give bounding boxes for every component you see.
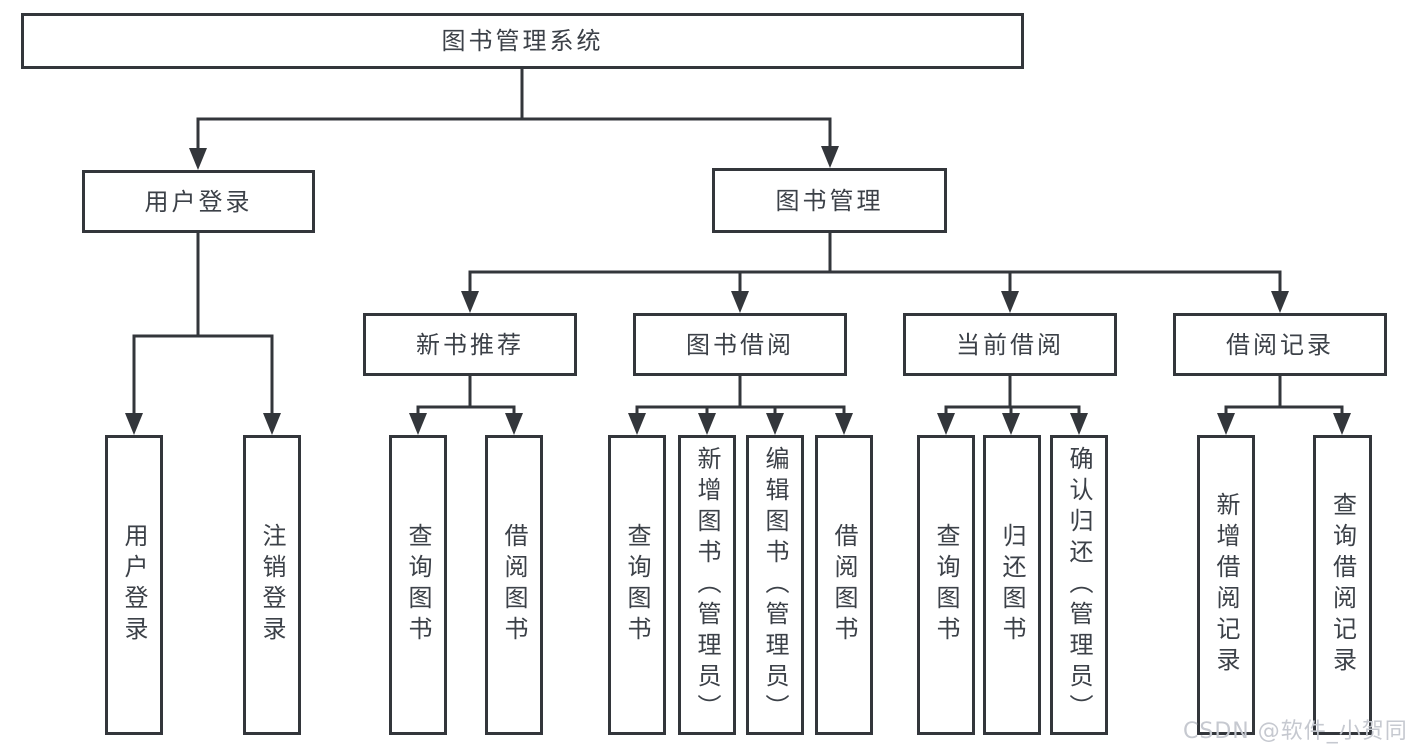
leaf-label: 查询借阅记录: [1328, 492, 1357, 678]
node-label: 图书管理系统: [441, 27, 604, 55]
leaf-label: 新增借阅记录: [1212, 492, 1240, 678]
leaf-label: 用户登录: [120, 523, 148, 647]
leaf-label: 编辑图书（管理员）: [761, 445, 789, 725]
leaf-cb-query-books: 查询图书: [917, 435, 975, 735]
leaf-logout: 注销登录: [243, 435, 301, 735]
leaf-bb-edit-books-admin: 编辑图书（管理员）: [746, 435, 804, 735]
leaf-label: 查询图书: [404, 523, 432, 647]
leaf-label: 查询图书: [623, 523, 651, 647]
node-label: 借阅记录: [1226, 330, 1334, 359]
node-label: 用户登录: [144, 187, 253, 216]
node-label: 当前借阅: [956, 330, 1064, 359]
leaf-label: 借阅图书: [830, 523, 858, 647]
leaf-cb-confirm-return-admin: 确认归还（管理员）: [1050, 435, 1108, 735]
leaf-nbr-borrow-books: 借阅图书: [485, 435, 543, 735]
node-borrowing-records: 借阅记录: [1173, 313, 1387, 376]
leaf-label: 确认归还（管理员）: [1065, 445, 1093, 725]
leaf-label: 新增图书（管理员）: [693, 445, 721, 725]
leaf-label: 归还图书: [998, 523, 1026, 647]
node-new-book-recommend: 新书推荐: [363, 313, 577, 376]
leaf-br-query-record: 查询借阅记录: [1313, 435, 1372, 735]
leaf-label: 注销登录: [258, 523, 286, 647]
arrowheads: [125, 146, 1351, 435]
leaf-cb-return-books: 归还图书: [983, 435, 1041, 735]
node-book-borrowing: 图书借阅: [633, 313, 847, 376]
leaf-bb-add-books-admin: 新增图书（管理员）: [678, 435, 736, 735]
node-root-library-system: 图书管理系统: [21, 13, 1024, 69]
node-label: 图书借阅: [686, 330, 794, 359]
leaf-user-login: 用户登录: [105, 435, 163, 735]
leaf-label: 查询图书: [932, 523, 960, 647]
leaf-br-add-record: 新增借阅记录: [1197, 435, 1255, 735]
node-book-management: 图书管理: [712, 168, 947, 233]
node-current-borrowing: 当前借阅: [903, 313, 1117, 376]
node-user-login: 用户登录: [82, 170, 315, 233]
leaf-nbr-query-books: 查询图书: [389, 435, 447, 735]
leaf-bb-query-books: 查询图书: [608, 435, 666, 735]
node-label: 新书推荐: [416, 330, 524, 359]
leaf-bb-borrow-books: 借阅图书: [815, 435, 873, 735]
node-label: 图书管理: [775, 186, 884, 215]
csdn-watermark: CSDN @软件_小贺同学: [1183, 719, 1405, 744]
leaf-label: 借阅图书: [500, 523, 528, 647]
